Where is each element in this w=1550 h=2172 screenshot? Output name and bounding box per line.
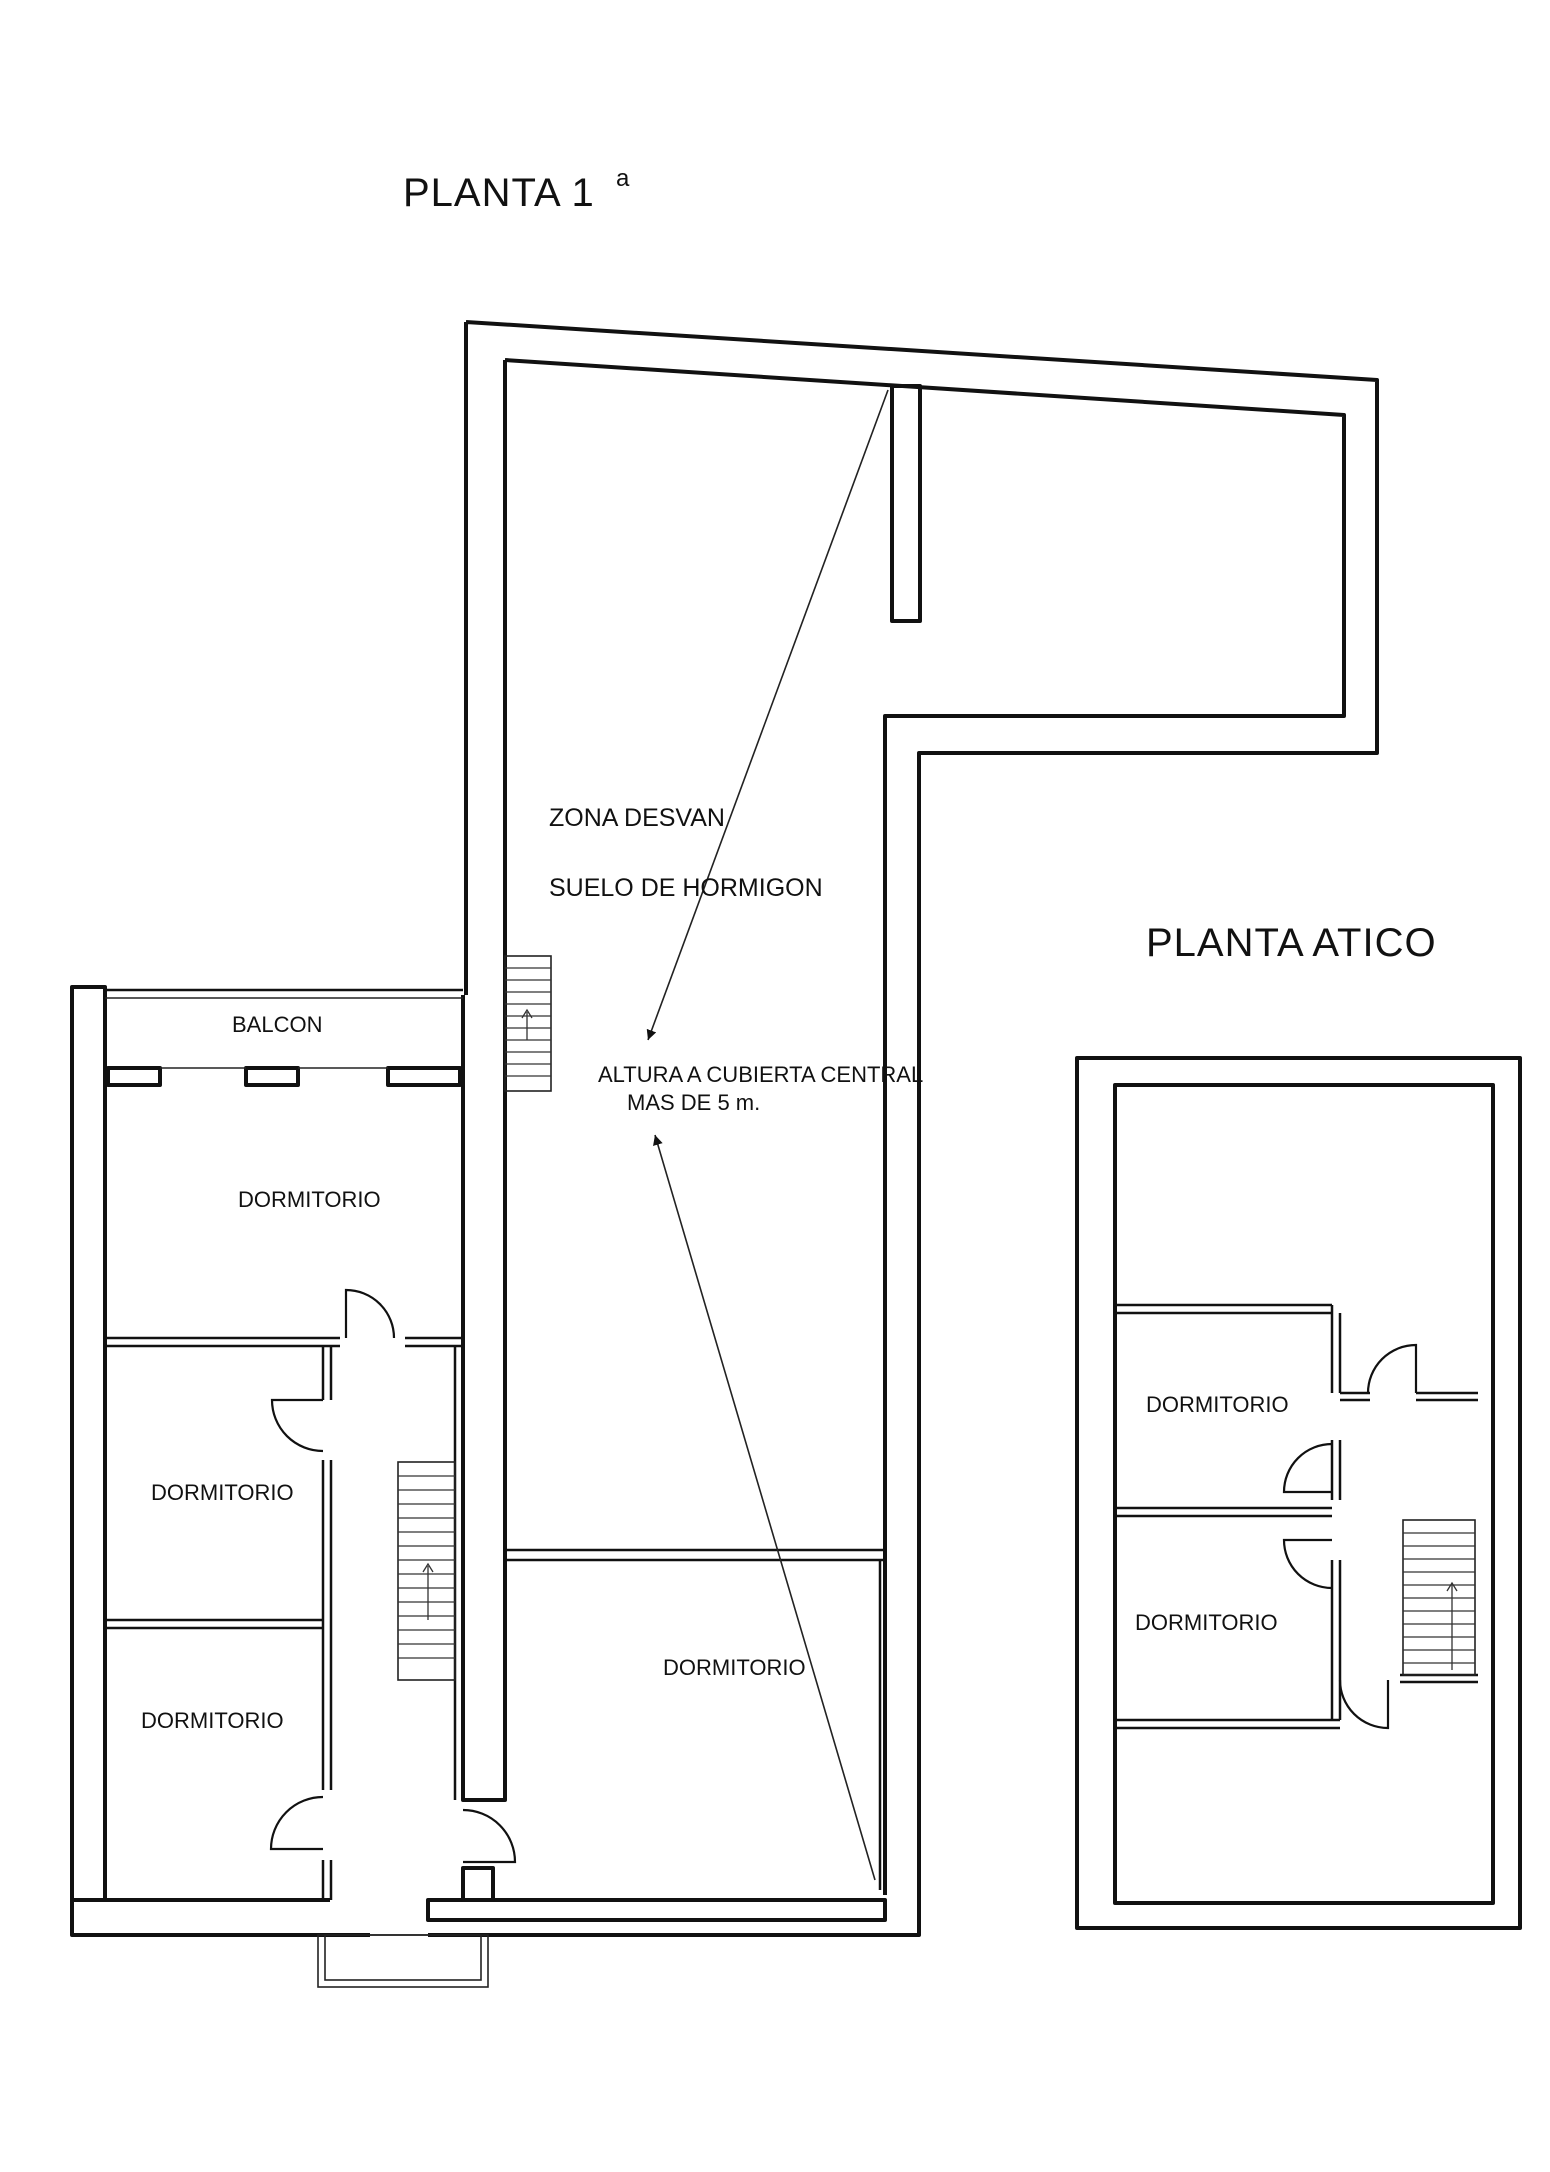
label-dormitorio-4: DORMITORIO bbox=[663, 1655, 806, 1680]
desvan-walls bbox=[426, 320, 1379, 1937]
desvan-stair bbox=[504, 955, 552, 1092]
atico-doors bbox=[1282, 1343, 1418, 1730]
entrance-step bbox=[317, 1934, 489, 1988]
left-wing-walls bbox=[70, 985, 847, 1937]
label-balcon: BALCON bbox=[232, 1012, 322, 1037]
height-arrows bbox=[646, 389, 889, 1881]
title-planta-1-superscript: a bbox=[616, 165, 630, 192]
atico-walls bbox=[1075, 1056, 1522, 1930]
title-planta-atico: PLANTA ATICO bbox=[1146, 921, 1437, 965]
label-dormitorio-2: DORMITORIO bbox=[151, 1480, 294, 1505]
title-planta-1: PLANTA 1 bbox=[403, 171, 595, 215]
label-dormitorio-1: DORMITORIO bbox=[238, 1187, 381, 1212]
atico-stair bbox=[1402, 1519, 1476, 1676]
label-suelo: SUELO DE HORMIGON bbox=[549, 874, 823, 902]
label-atico-dormitorio-2: DORMITORIO bbox=[1135, 1610, 1278, 1635]
label-dormitorio-3: DORMITORIO bbox=[141, 1708, 284, 1733]
label-atico-dormitorio-1: DORMITORIO bbox=[1146, 1392, 1289, 1417]
label-altura-1: ALTURA A CUBIERTA CENTRAL bbox=[598, 1062, 923, 1087]
label-altura-2: MAS DE 5 m. bbox=[627, 1090, 760, 1115]
corridor-stair bbox=[397, 1461, 456, 1681]
left-wing-doors bbox=[269, 1288, 517, 1864]
label-zona-desvan: ZONA DESVAN bbox=[549, 804, 725, 832]
